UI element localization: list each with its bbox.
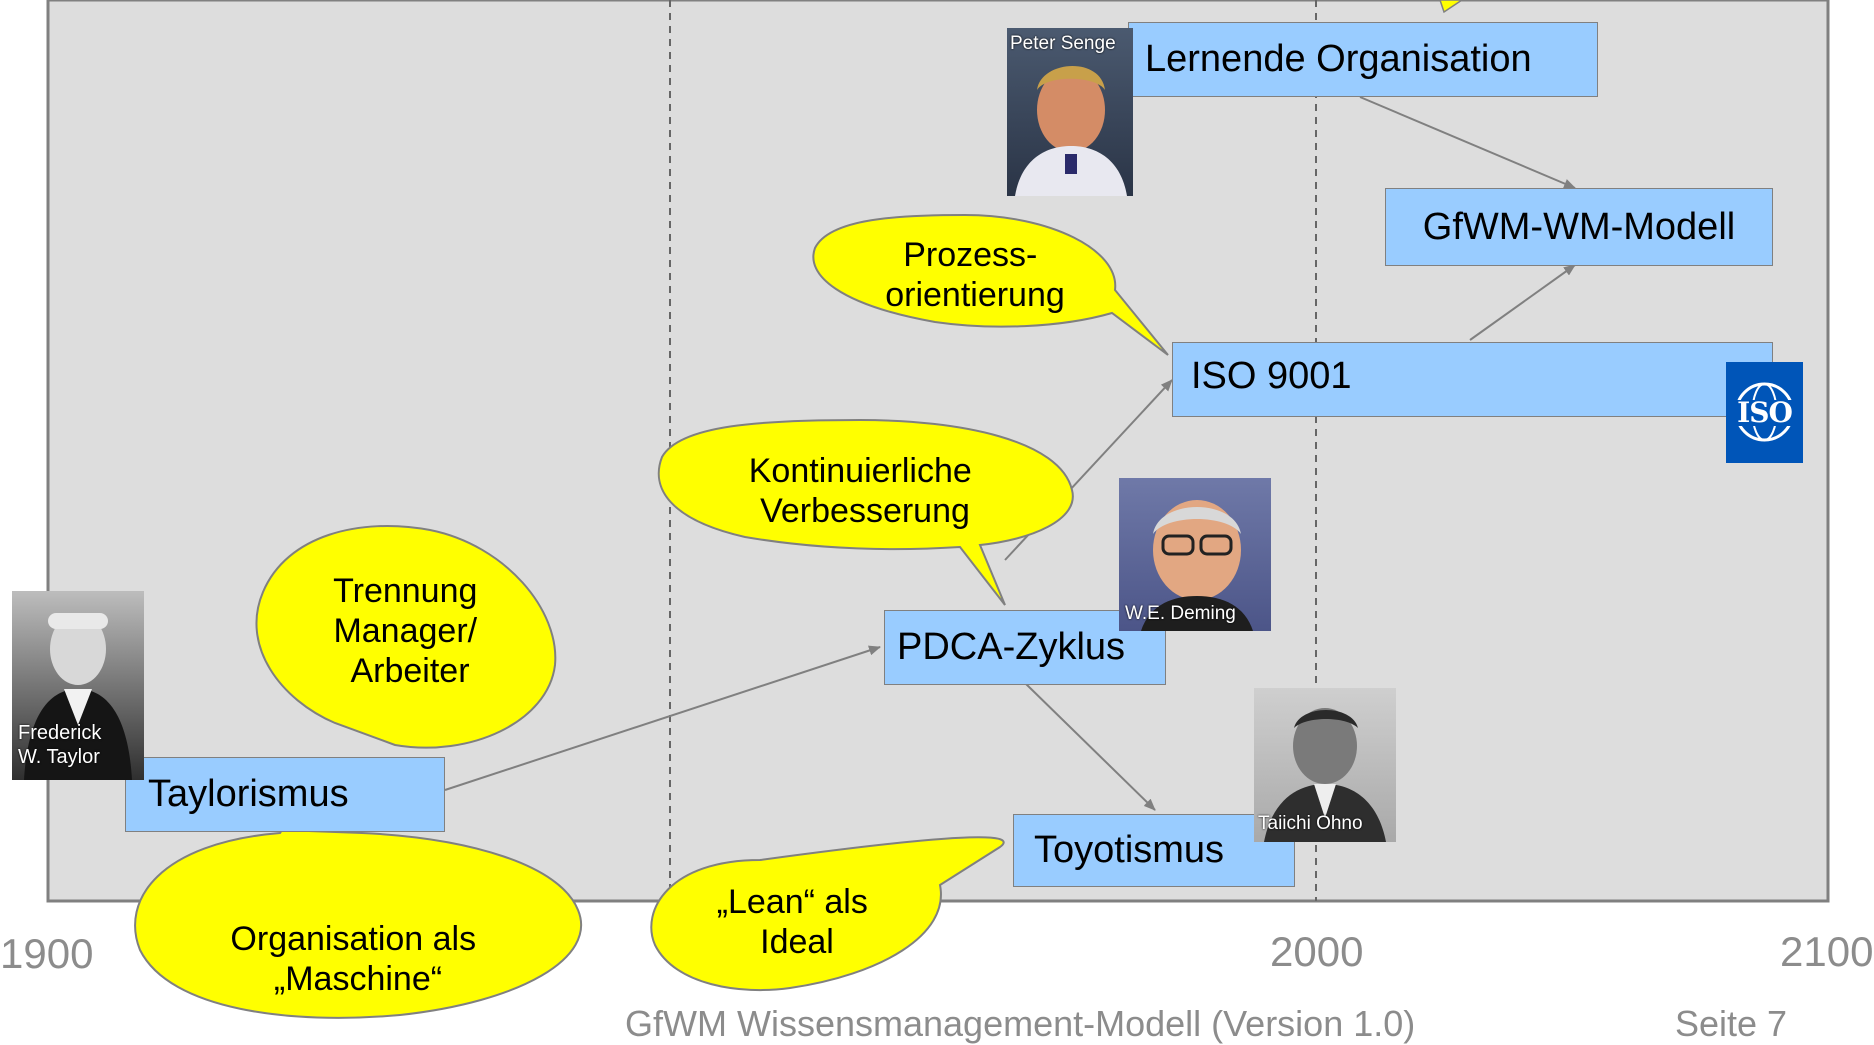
taylor-silhouette-icon (24, 613, 132, 780)
arrow-lernende-to-gfwm (1359, 96, 1576, 189)
footer-page-number: Seite 7 (1675, 1003, 1788, 1044)
node-toyotismus: Toyotismus (1013, 814, 1295, 887)
axis-label-1900: 1900 (0, 930, 94, 977)
callout-lean-line-2: Ideal (760, 923, 834, 961)
arrow-iso-to-gfwm (1469, 264, 1576, 341)
caption-taylor: Frederick W. Taylor (18, 722, 102, 768)
caption-ohno: Taiichi Ohno (1258, 813, 1363, 834)
senge-silhouette-icon (1015, 65, 1127, 196)
callout-organisation-line-1: Organisation als (230, 920, 476, 958)
timeline-canvas: Trennung Manager/ Arbeiter Organisation … (46, 0, 1830, 1019)
iso-globe-icon (1732, 382, 1797, 442)
node-gfwm-label: GfWM-WM-Modell (1422, 205, 1736, 248)
node-lernende-label: Lernende Organisation (1145, 38, 1532, 80)
node-iso-label: ISO 9001 (1191, 355, 1352, 397)
caption-senge: Peter Senge (1010, 33, 1116, 54)
callout-kontinuierlich-line-1: Kontinuierliche (749, 452, 972, 490)
node-taylorismus-label: Taylorismus (148, 773, 349, 815)
portrait-frederick-taylor: Frederick W. Taylor (12, 591, 144, 780)
node-taylorismus: Taylorismus (125, 757, 445, 832)
callout-prozess-line-1: Prozess- (903, 236, 1037, 274)
callout-trennung-line-2: Manager/ (333, 612, 477, 650)
footer-title: GfWM Wissensmanagement-Modell (Version 1… (625, 1003, 1416, 1044)
callout-trennung-line-3: Arbeiter (350, 652, 469, 690)
callout-lean-text: „Lean“ als Ideal (717, 883, 878, 961)
callout-organisation-line-2: „Maschine“ (274, 960, 442, 998)
ohno-silhouette-icon (1264, 708, 1386, 842)
node-toyotismus-label: Toyotismus (1034, 829, 1225, 871)
callout-top-pointer (1439, 0, 1464, 14)
iso-logo-text: ISO (1737, 396, 1793, 429)
callout-lean-line-1: „Lean“ als (717, 883, 868, 921)
callout-trennung-text: Trennung Manager/ Arbeiter (333, 572, 487, 690)
callout-lean-bubble (650, 836, 1005, 991)
callout-organisation-bubble (134, 828, 583, 1019)
portrait-taiichi-ohno: Taiichi Ohno (1254, 688, 1396, 842)
node-gfwm-wm-modell: GfWM-WM-Modell (1385, 188, 1773, 266)
callout-kontinuierlich-bubble (657, 418, 1074, 606)
callout-prozess-line-2: orientierung (885, 276, 1065, 314)
node-lernende-organisation: Lernende Organisation (1128, 22, 1598, 97)
arrow-pdca-to-toyotismus (1024, 682, 1156, 811)
callout-prozess-text: Prozess- orientierung (885, 236, 1065, 314)
portrait-deming: W.E. Deming (1119, 478, 1271, 631)
callout-kontinuierlich-line-2: Verbesserung (760, 492, 970, 530)
arrow-taylor-to-pdca (444, 645, 881, 791)
portrait-peter-senge: Peter Senge (1007, 28, 1133, 196)
axis-label-2100: 2100 (1780, 928, 1874, 975)
callout-organisation-text: Organisation als „Maschine“ (230, 920, 485, 998)
deming-silhouette-icon (1141, 500, 1253, 631)
caption-deming: W.E. Deming (1125, 603, 1236, 624)
iso-logo: ISO (1726, 362, 1803, 463)
callout-trennung-bubble (255, 524, 557, 749)
callout-trennung-line-1: Trennung (333, 572, 477, 610)
callout-kontinuierlich-text: Kontinuierliche Verbesserung (749, 452, 981, 530)
node-iso-9001: ISO 9001 (1172, 342, 1773, 417)
axis-label-2000: 2000 (1270, 928, 1364, 975)
node-pdca-label: PDCA-Zyklus (897, 626, 1126, 668)
callout-prozess-bubble (812, 213, 1169, 356)
